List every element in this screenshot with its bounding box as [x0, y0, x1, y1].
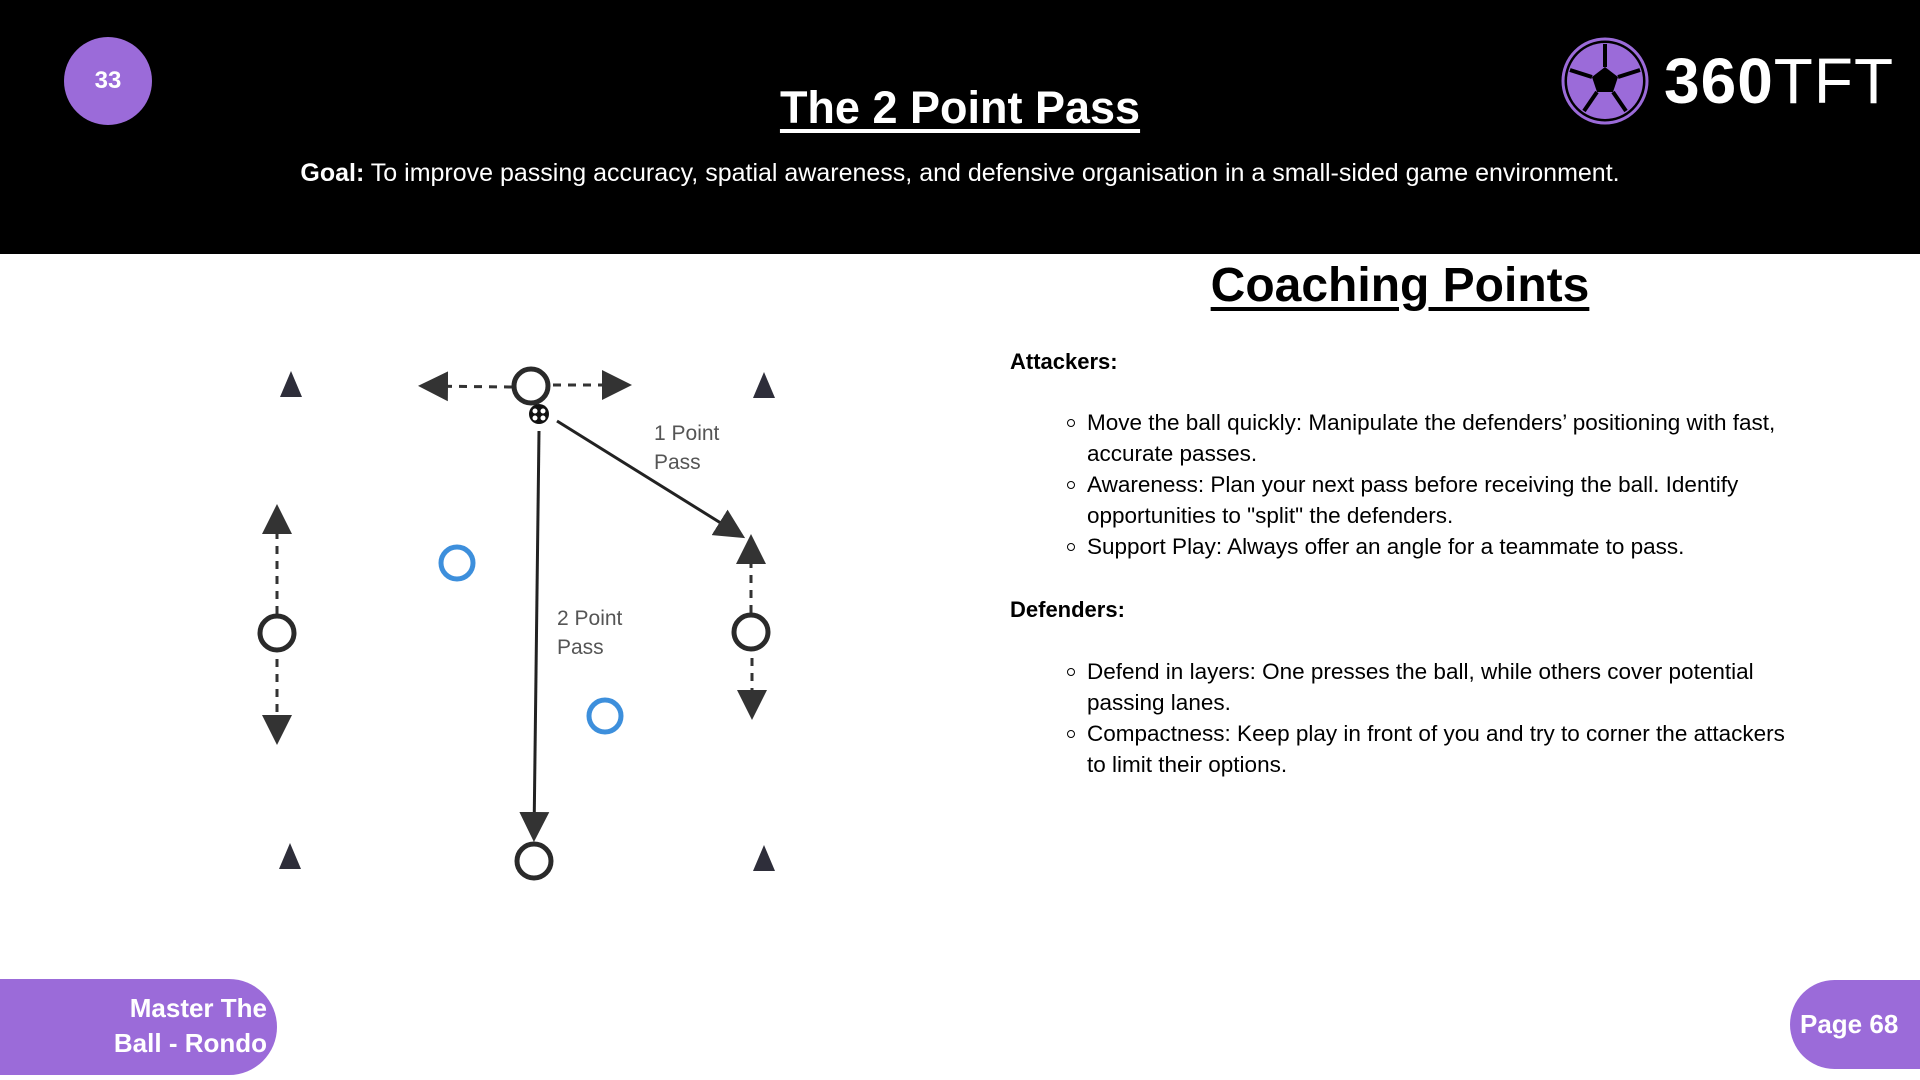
- goal-text: Goal: To improve passing accuracy, spati…: [0, 159, 1920, 188]
- attacker-player: [257, 613, 297, 653]
- list-item: Compactness: Keep play in front of you a…: [1067, 718, 1807, 780]
- page-number-badge: 33: [64, 37, 152, 125]
- list-item: Move the ball quickly: Manipulate the de…: [1067, 407, 1807, 469]
- soccer-ball-icon: [1561, 37, 1649, 125]
- logo: 360TFT: [1560, 36, 1894, 126]
- goal-label: Goal:: [300, 159, 365, 187]
- attacker-player: [731, 612, 771, 652]
- logo-text: 360TFT: [1664, 45, 1895, 117]
- defenders-heading: Defenders:: [1010, 597, 1125, 622]
- coaching-points-title: Coaching Points: [1210, 259, 1590, 312]
- movement-arrow: [418, 371, 513, 402]
- defenders-list: Defend in layers: One presses the ball, …: [1067, 656, 1807, 780]
- defender-player: [586, 697, 624, 735]
- list-item: Defend in layers: One presses the ball, …: [1067, 656, 1807, 718]
- cone-icon: [280, 371, 302, 397]
- drill-diagram: [257, 366, 775, 881]
- attackers-list: Move the ball quickly: Manipulate the de…: [1067, 407, 1807, 562]
- attacker-player: [511, 366, 551, 406]
- ball-icon: [529, 404, 549, 424]
- cone-icon: [279, 843, 301, 869]
- cone-icon: [753, 845, 775, 871]
- list-item: Awareness: Plan your next pass before re…: [1067, 469, 1807, 531]
- goal-description: To improve passing accuracy, spatial awa…: [364, 159, 1620, 187]
- header: 33 The 2 Point Pass Goal: To improve pas…: [0, 0, 1920, 254]
- page-label: Page 68: [1790, 980, 1920, 1069]
- one-point-pass-arrow: [556, 419, 746, 539]
- two-point-pass-arrow: [519, 430, 550, 842]
- attacker-player: [514, 841, 554, 881]
- list-item: Support Play: Always offer an angle for …: [1067, 531, 1807, 562]
- attackers-heading: Attackers:: [1010, 349, 1118, 374]
- defender-player: [438, 544, 476, 582]
- page-title: The 2 Point Pass: [779, 82, 1141, 133]
- cone-icon: [753, 372, 775, 398]
